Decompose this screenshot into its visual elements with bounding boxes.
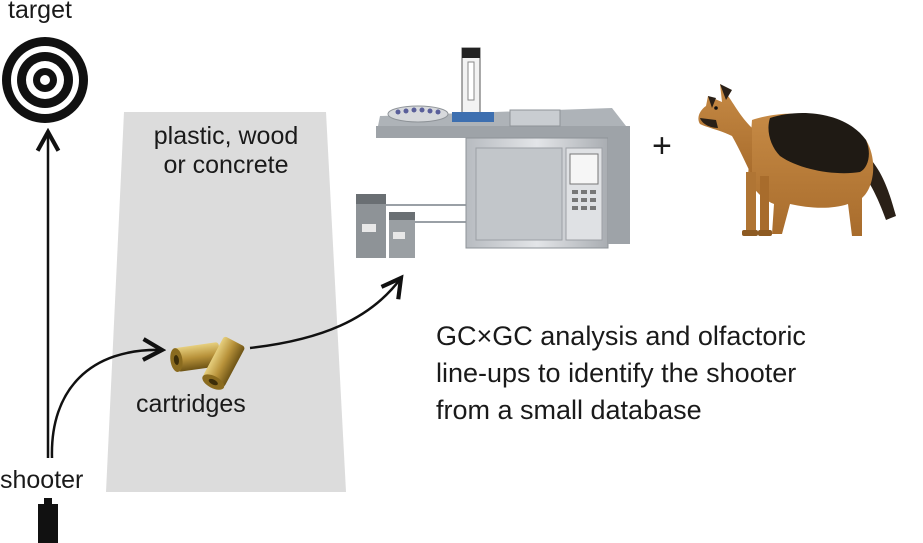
analysis-arrow xyxy=(249,278,401,350)
target-icon xyxy=(2,37,88,123)
dog-icon xyxy=(698,84,896,236)
surface-label-line-2: or concrete xyxy=(163,151,289,179)
gc-instrument-icon xyxy=(376,47,630,249)
shooter-label: shooter xyxy=(0,466,84,494)
analysis-description-line-3: from a small database xyxy=(436,395,702,425)
gun-icon xyxy=(38,498,58,543)
surface-label: plastic, wood or concrete xyxy=(131,122,321,180)
ejection-arrow xyxy=(50,350,162,459)
surface-area xyxy=(106,112,346,492)
gas-cylinders-icon xyxy=(356,194,468,258)
analysis-description-line-1: GC×GC analysis and olfactoric xyxy=(436,321,806,351)
target-label: target xyxy=(8,0,72,24)
plus-sign: + xyxy=(652,127,672,165)
surface-label-line-1: plastic, wood xyxy=(153,122,299,150)
analysis-description-line-2: line-ups to identify the shooter xyxy=(436,358,797,388)
cartridges-label: cartridges xyxy=(136,390,246,418)
analysis-description: GC×GC analysis and olfactoric line-ups t… xyxy=(436,318,916,429)
cartridges-icon xyxy=(170,336,245,390)
